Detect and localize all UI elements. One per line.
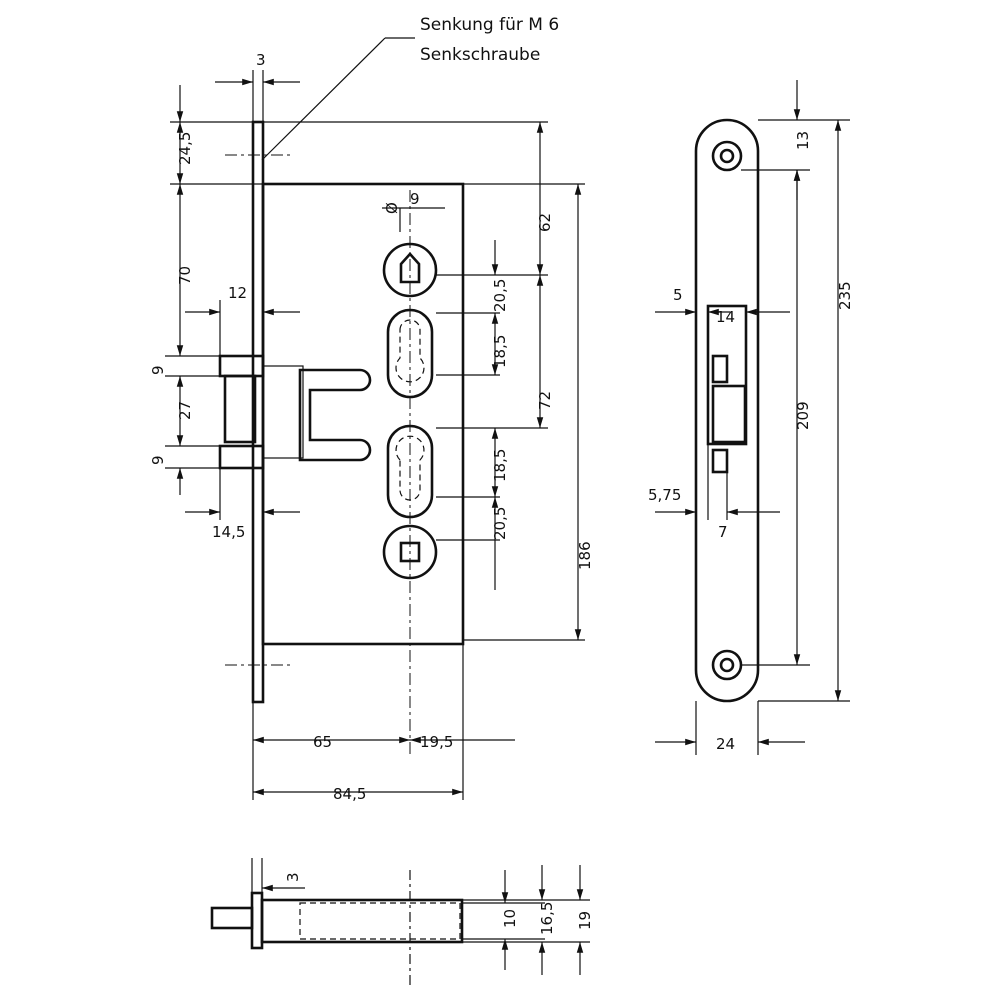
dead-bolt	[218, 444, 265, 470]
strike-screw-top-outer	[711, 140, 743, 172]
strike-screw-top	[711, 140, 743, 172]
dim-185a-label: 18,5	[491, 335, 509, 368]
lower-keyhole	[386, 424, 434, 519]
lock-front-view: 3 24,5 70 9 27 9 12 14,5 Ø 9 62 20,5 18,…	[149, 51, 594, 803]
lock-case	[261, 182, 465, 646]
note-line-1: Senkung für M 6	[420, 15, 559, 35]
strike-screw-bottom-outer	[711, 649, 743, 681]
strike-dim-24-label: 24	[716, 735, 735, 753]
dim-195-label: 19,5	[420, 733, 453, 751]
bore-symbol: Ø	[383, 202, 401, 214]
strike-dim-209-label: 209	[794, 401, 812, 430]
upper-follower-square	[399, 252, 421, 284]
dim-bore-label: 9	[410, 190, 420, 208]
note-leader-diagonal	[261, 37, 386, 161]
dim-185b-label: 18,5	[491, 449, 509, 482]
section-latch-tip	[210, 906, 254, 930]
lower-keyhole-outline	[386, 424, 434, 519]
lower-follower-ring	[382, 524, 438, 580]
section-inner-dashed	[299, 902, 461, 940]
upper-keyhole	[386, 308, 434, 399]
strike-screw-bottom	[711, 649, 743, 681]
dim-205b-label: 20,5	[491, 507, 509, 540]
dim-845-label: 84,5	[333, 785, 366, 803]
lower-keyhole-inner	[395, 435, 425, 501]
strike-latch-slot	[711, 354, 729, 384]
strike-dim-235-label: 235	[836, 281, 854, 310]
dim-latch-proj-label: 14,5	[212, 523, 245, 541]
strike-bolt-slot	[711, 384, 747, 444]
strike-lower-slot	[711, 448, 729, 474]
strike-dim-7-label: 7	[718, 523, 728, 541]
upper-keyhole-inner	[395, 319, 425, 383]
strike-plate	[694, 118, 760, 703]
bolt-guide	[262, 365, 304, 459]
strike-dim-575-label: 5,75	[648, 486, 681, 504]
section-case	[260, 898, 464, 944]
dim-bolt-mid-label: 27	[176, 401, 194, 420]
latch-spring-arm	[298, 368, 372, 462]
latch-bolt	[218, 354, 265, 378]
countersink-note: Senkung für M 6 Senkschraube	[261, 15, 559, 161]
strike-screw-bottom-inner	[719, 657, 735, 673]
dim-205a-label: 20,5	[491, 279, 509, 312]
section-dim-165-label: 16,5	[538, 902, 556, 935]
dim-latch-depth-label: 12	[228, 284, 247, 302]
strike-dim-5-label: 5	[673, 286, 683, 304]
dim-62-label: 62	[536, 213, 554, 232]
lock-section-view: 3 10 16,5 19	[210, 858, 594, 985]
latch-bolt-body	[223, 374, 257, 444]
dim-65-label: 65	[313, 733, 332, 751]
section-dim-10-label: 10	[501, 909, 519, 928]
dim-plate-label: 3	[256, 51, 266, 69]
latch-assembly	[218, 354, 372, 470]
strike-screw-top-inner	[719, 148, 735, 164]
section-dim-19-label: 19	[576, 911, 594, 930]
upper-keyhole-outline	[386, 308, 434, 399]
dim-72-label: 72	[536, 391, 554, 410]
strike-dim-14-label: 14	[716, 308, 735, 326]
dim-top-label: 24,5	[176, 132, 194, 165]
dim-bolt-bot-label: 9	[149, 455, 167, 465]
dim-upper-label: 70	[176, 266, 194, 285]
note-line-2: Senkschraube	[420, 45, 540, 65]
section-faceplate	[250, 891, 264, 950]
section-dim-3-label: 3	[284, 872, 302, 882]
strike-dim-13-label: 13	[794, 131, 812, 150]
dim-bolt-top-label: 9	[149, 365, 167, 375]
dim-186-label: 186	[576, 541, 594, 570]
strike-plate-view: 13 235 209 5 14 5,75 7 24	[648, 80, 854, 755]
